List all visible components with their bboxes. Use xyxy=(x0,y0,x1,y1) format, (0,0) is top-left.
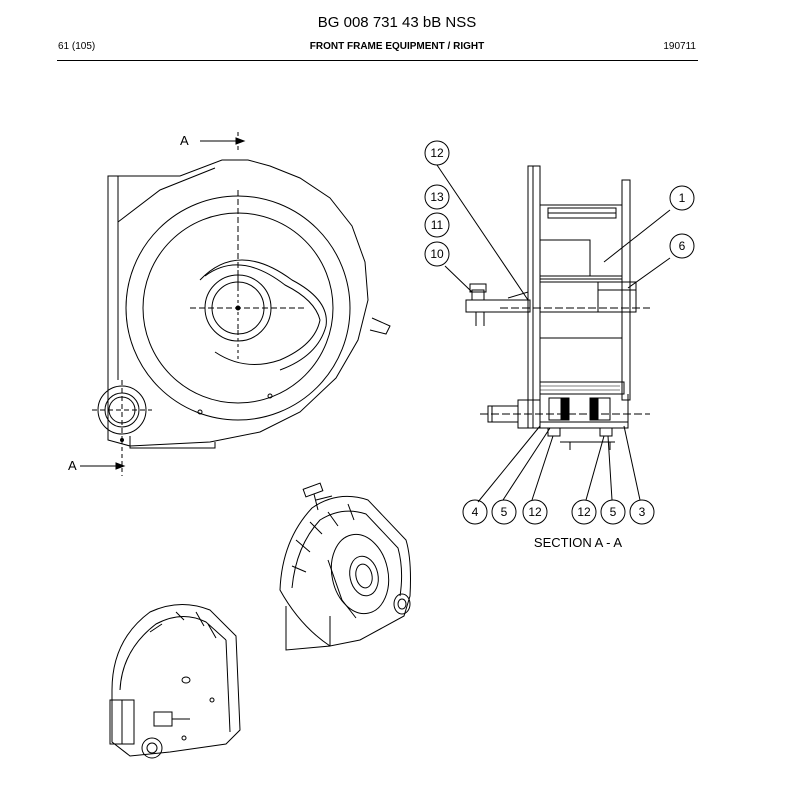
callout-5-left: 5 xyxy=(501,505,508,519)
callout-3: 3 xyxy=(639,505,646,519)
document-title: BG 008 731 43 bB NSS xyxy=(317,14,477,31)
isometric-view-left xyxy=(109,604,241,759)
document-code: 190711 xyxy=(663,41,696,52)
section-label: SECTION A - A xyxy=(534,535,622,550)
section-title: FRONT FRAME EQUIPMENT / RIGHT xyxy=(309,41,485,52)
section-marker-bottom: A xyxy=(68,458,77,473)
callout-10: 10 xyxy=(430,247,444,261)
callout-6: 6 xyxy=(679,239,686,253)
callout-4: 4 xyxy=(472,505,479,519)
callout-13: 13 xyxy=(430,190,444,204)
header-rule xyxy=(57,60,698,61)
callout-12-right: 12 xyxy=(577,505,591,519)
section-marker-top: A xyxy=(180,133,189,148)
isometric-view-right xyxy=(279,482,411,651)
callout-1: 1 xyxy=(679,191,686,205)
callout-11: 11 xyxy=(431,218,444,232)
callout-12-top: 12 xyxy=(430,146,444,160)
front-view: A A xyxy=(68,132,391,476)
callout-5-right: 5 xyxy=(610,505,617,519)
callout-12-left: 12 xyxy=(528,505,542,519)
section-view: 12 13 11 10 1 6 4 5 12 12 5 3 SECTION A … xyxy=(424,140,695,550)
page-number: 61 (105) xyxy=(58,41,96,52)
